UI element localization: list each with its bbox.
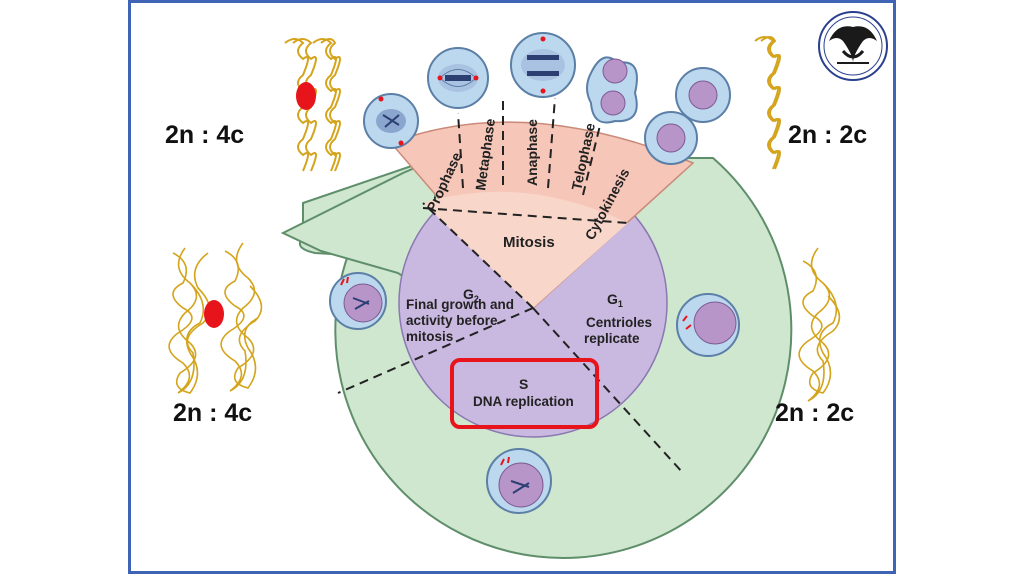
g2-description: Final growth and activity before mitosis <box>406 297 518 344</box>
mitosis-inner <box>423 191 628 308</box>
s-phase-highlight <box>450 358 599 429</box>
prophase-cell <box>363 93 419 149</box>
ratio-bottom-left: 2n : 4c <box>173 399 253 427</box>
g1-cell <box>676 293 740 357</box>
g2-label: G2 <box>463 286 479 304</box>
label-anaphase: Anaphase <box>524 119 540 186</box>
ratio-top-right: 2n : 2c <box>788 121 868 149</box>
centromere-top-left <box>296 82 316 110</box>
decondensed-chromosome-bottom-right <box>798 247 841 402</box>
metaphase-cell <box>427 47 489 109</box>
anaphase-cell <box>510 32 576 98</box>
slide: Prophase Metaphase Anaphase Telophase Cy… <box>128 0 896 574</box>
s-label: S <box>519 376 528 392</box>
s-description: DNA replication <box>473 394 574 409</box>
phase-dividers <box>422 97 629 224</box>
s-phase-cell <box>486 448 552 514</box>
ratio-top-left: 2n : 4c <box>165 121 245 149</box>
cell-cycle-diagram: Prophase Metaphase Anaphase Telophase Cy… <box>168 11 888 559</box>
sector-dividers <box>337 202 684 474</box>
centromere-bottom-left <box>204 300 224 328</box>
unreplicated-chromosome-top-right <box>754 36 781 170</box>
mitosis-label: Mitosis <box>503 234 555 251</box>
g1-label: G1 <box>607 291 623 309</box>
university-seal-icon <box>818 11 888 81</box>
telophase-cell <box>586 56 638 124</box>
g2-cell <box>329 272 387 330</box>
decondensed-chromosome-bottom-left <box>168 242 263 394</box>
cytokinesis-cell <box>644 67 731 165</box>
g1-description: Centrioles replicate <box>584 315 656 346</box>
ratio-bottom-right: 2n : 2c <box>775 399 855 427</box>
